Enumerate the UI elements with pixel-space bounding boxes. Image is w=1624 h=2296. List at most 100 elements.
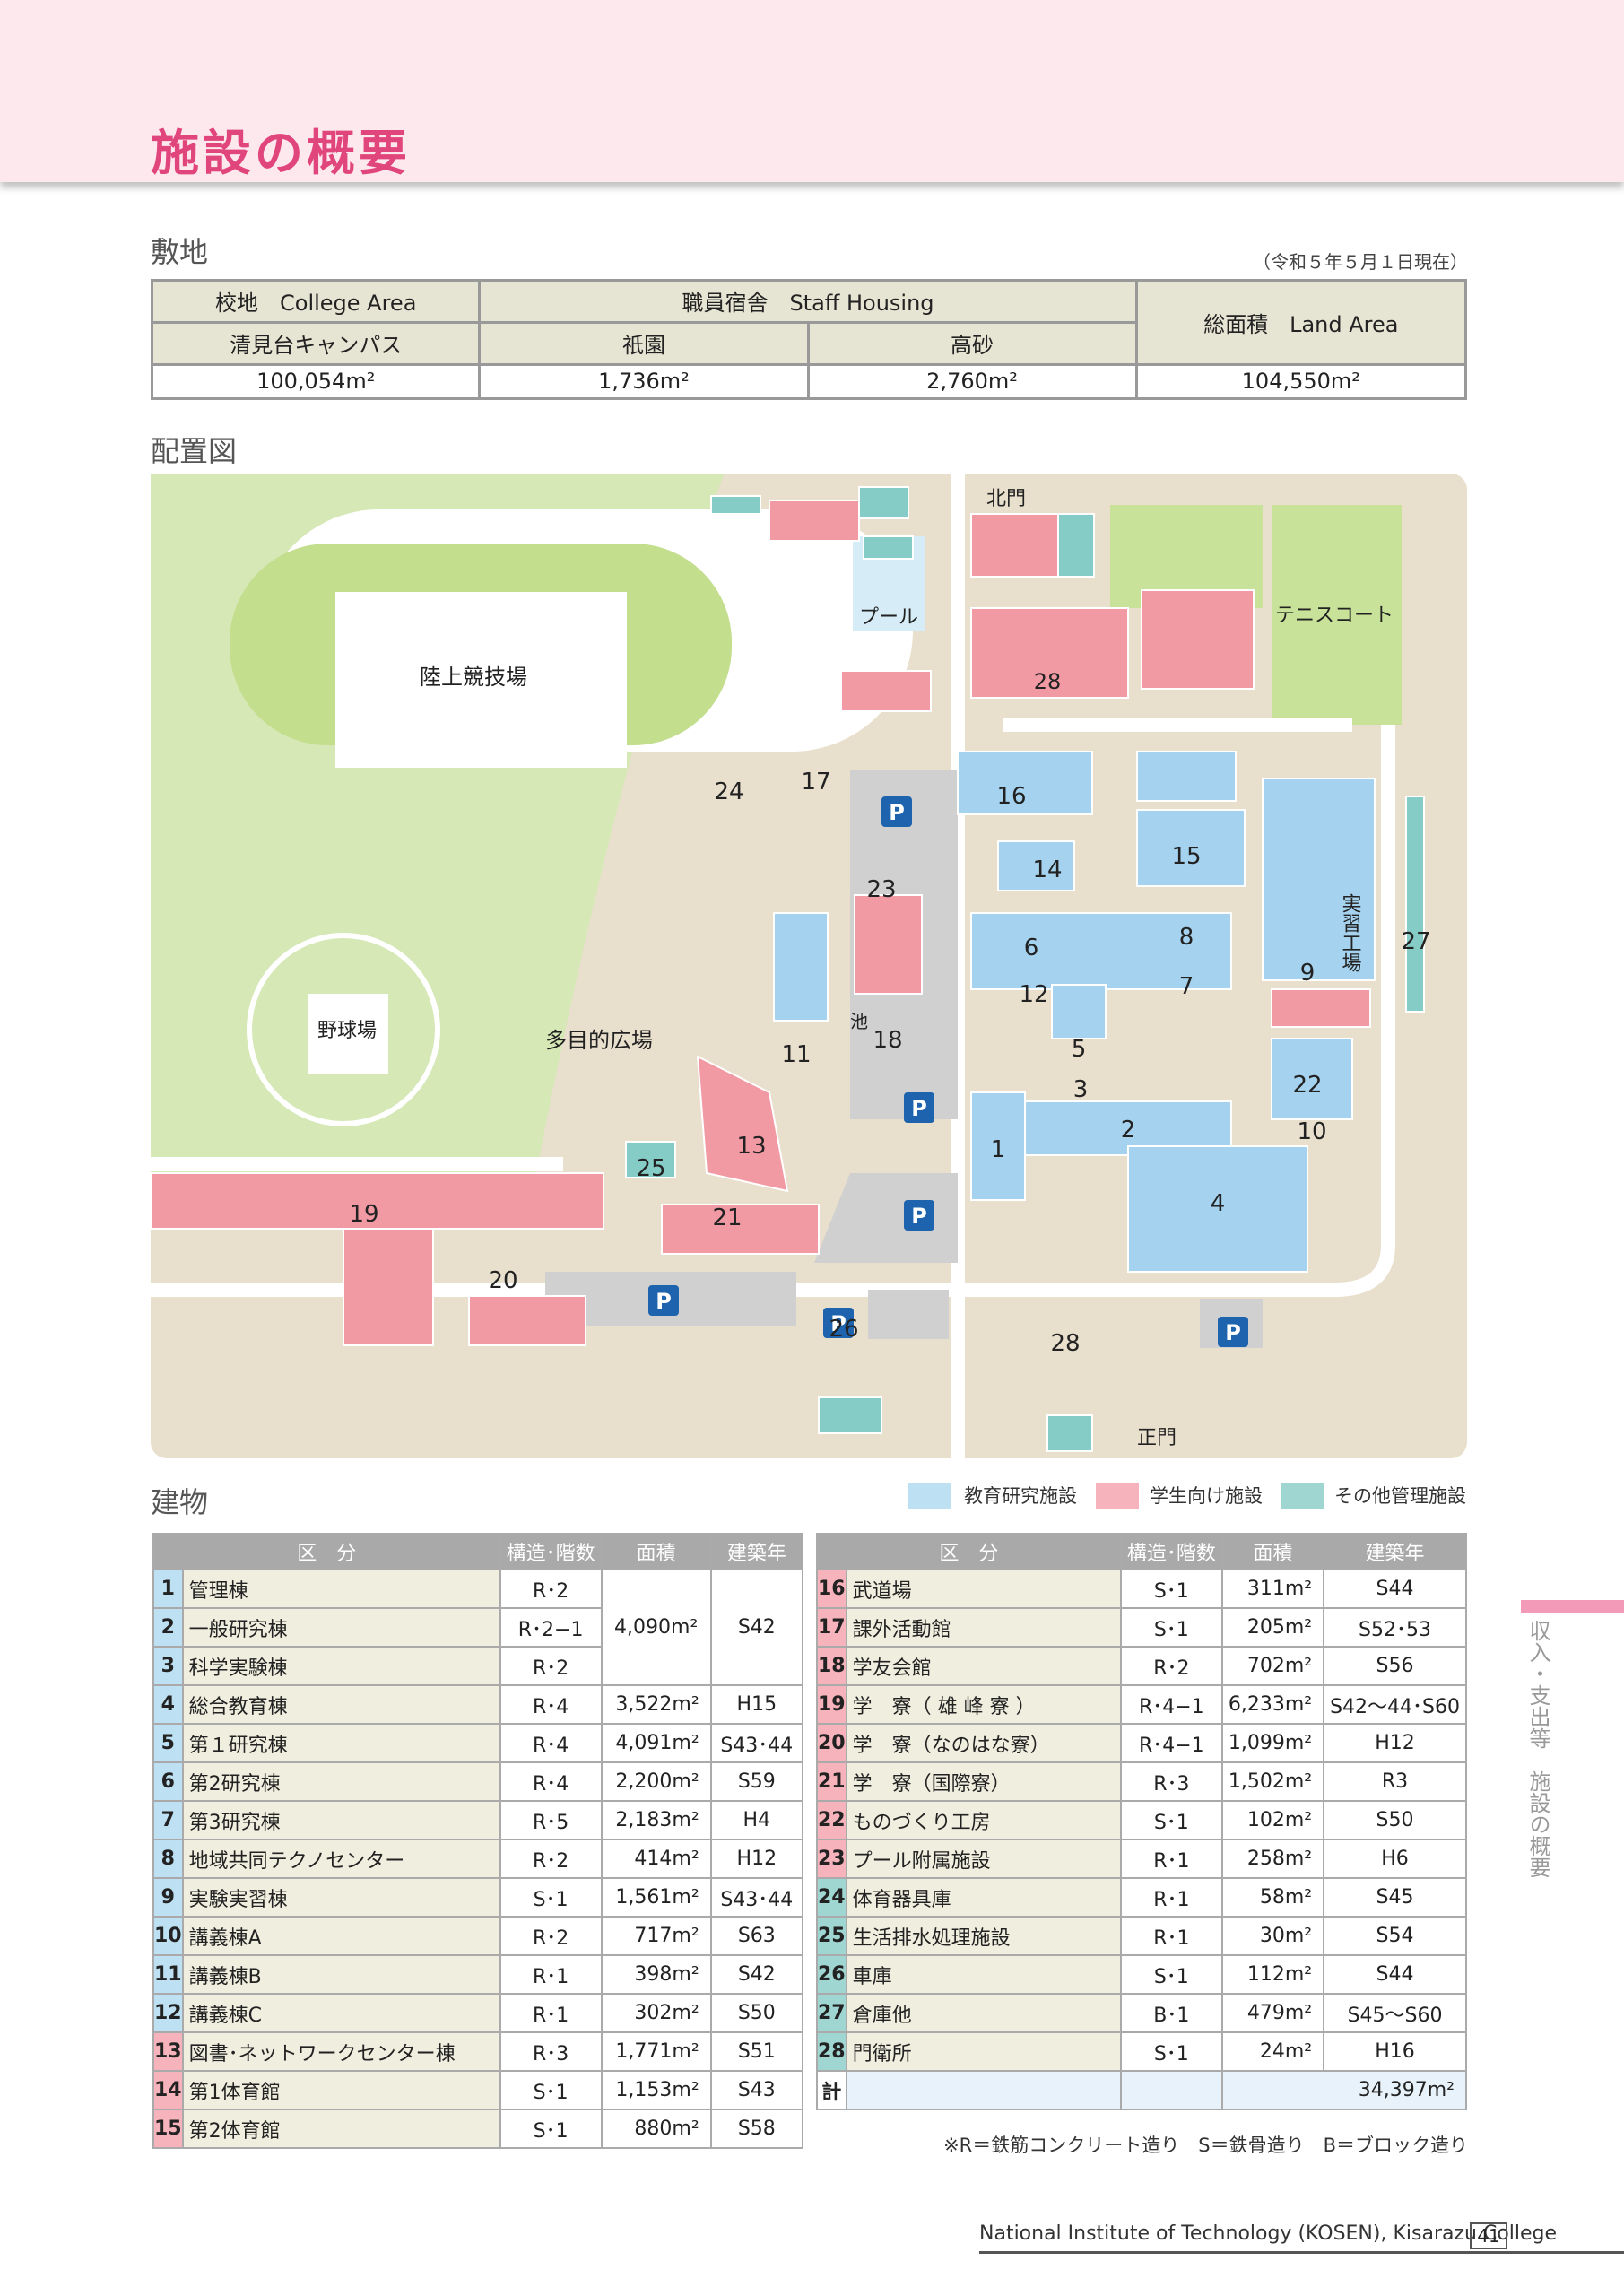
- building-year: S59: [709, 1761, 804, 1802]
- building-number: 24: [816, 1877, 847, 1918]
- building-name: 体育器具庫: [845, 1877, 1122, 1918]
- building-area: 3,522m²: [600, 1684, 712, 1725]
- building-year: H12: [709, 1839, 804, 1879]
- building-number: 11: [152, 1954, 184, 1995]
- map-building-number: 1: [991, 1136, 1006, 1163]
- col-structure: 構造･階数: [1119, 1533, 1223, 1570]
- building-structure: S･1: [1119, 2031, 1223, 2072]
- building-year: H12: [1323, 1723, 1467, 1763]
- building-structure: R･1: [1119, 1877, 1223, 1918]
- map-building-number: 26: [829, 1316, 858, 1343]
- tennis-label: テニスコート: [1275, 604, 1394, 627]
- building-name: 講義棟A: [181, 1916, 501, 1956]
- legend-swatch-oth: [1281, 1483, 1324, 1509]
- parking-label: P: [889, 800, 905, 825]
- as-of-date: （令和５年５月１日現在）: [1253, 251, 1468, 273]
- col-area: 面積: [1220, 1533, 1325, 1570]
- campus-value: 100,054m²: [150, 362, 482, 401]
- map-building-number: 27: [1401, 928, 1430, 955]
- staff-housing-header: 職員宿舎 Staff Housing: [478, 279, 1138, 324]
- pond-label: 池: [850, 1011, 868, 1032]
- building-name: 課外活動館: [845, 1607, 1122, 1648]
- building-year: S44: [1323, 1954, 1467, 1995]
- track-label: 陸上競技場: [420, 665, 527, 690]
- building-number: 18: [816, 1646, 847, 1686]
- map-building-number: 13: [736, 1133, 766, 1160]
- building-year: S52･53: [1323, 1607, 1467, 1648]
- building-structure: R･4−1: [1119, 1723, 1223, 1763]
- total-spacer: [845, 2070, 1122, 2110]
- building-number: 23: [816, 1839, 847, 1879]
- map-building-number: 9: [1300, 960, 1316, 987]
- building-year: S45〜S60: [1323, 1993, 1467, 2033]
- building-area: 414m²: [600, 1839, 712, 1879]
- building-name: 第1体育館: [181, 2070, 501, 2110]
- building-name: 第2体育館: [181, 2109, 501, 2149]
- building-number: 9: [152, 1877, 184, 1918]
- building-structure: R･1: [1119, 1839, 1223, 1879]
- building-structure: S･1: [499, 1877, 603, 1918]
- building-number: 13: [152, 2031, 184, 2072]
- building-name: 学友会館: [845, 1646, 1122, 1686]
- col-structure: 構造･階数: [499, 1533, 603, 1570]
- building-structure: S･1: [1119, 1569, 1223, 1609]
- building-area: 2,200m²: [600, 1761, 712, 1802]
- building-structure: S･1: [499, 2109, 603, 2149]
- parking-label: P: [911, 1096, 927, 1121]
- baseball-label: 野球場: [317, 1020, 377, 1042]
- building-number: 8: [152, 1839, 184, 1879]
- header-band: [0, 0, 1624, 182]
- map-building-number: 5: [1072, 1036, 1087, 1063]
- building-name: 実験実習棟: [181, 1877, 501, 1918]
- building-area: 30m²: [1220, 1916, 1325, 1956]
- map-building-number: 7: [1179, 973, 1194, 1000]
- building-area: 398m²: [600, 1954, 712, 1995]
- building-structure: S･1: [499, 2070, 603, 2110]
- building-area: 24m²: [1220, 2031, 1325, 2072]
- land-area-header: 総面積 Land Area: [1134, 279, 1468, 366]
- building-area: 717m²: [600, 1916, 712, 1956]
- building-structure: R･2: [499, 1839, 603, 1879]
- building-year: S42〜44･S60: [1323, 1684, 1467, 1725]
- parking-label: P: [911, 1204, 927, 1229]
- parking-label: P: [830, 1311, 847, 1336]
- building-name: 武道場: [845, 1569, 1122, 1609]
- land-value: 104,550m²: [1134, 362, 1468, 401]
- site-heading: 敷地: [151, 235, 209, 269]
- building-number: 25: [816, 1916, 847, 1956]
- building-name: 講義棟C: [181, 1993, 501, 2033]
- building-year: S56: [1323, 1646, 1467, 1686]
- building-area: 1,502m²: [1220, 1761, 1325, 1802]
- map-building-number: 18: [873, 1027, 902, 1054]
- building-structure: R･4: [499, 1723, 603, 1763]
- building-structure: R･4: [499, 1684, 603, 1725]
- building-structure: R･3: [1119, 1761, 1223, 1802]
- building-area: 6,233m²: [1220, 1684, 1325, 1725]
- map-building-number: 16: [996, 783, 1026, 810]
- parking-label: P: [1225, 1320, 1241, 1345]
- map-building-number: 25: [636, 1155, 665, 1182]
- footer-rule: [979, 2251, 1624, 2254]
- page-title: 施設の概要: [151, 125, 411, 181]
- building-structure: R･2: [1119, 1646, 1223, 1686]
- building-number: 16: [816, 1569, 847, 1609]
- page-number: 41: [1470, 2222, 1507, 2249]
- building-structure: R･4−1: [1119, 1684, 1223, 1725]
- building-year: S45: [1323, 1877, 1467, 1918]
- building-area: 1,153m²: [600, 2070, 712, 2110]
- building-year: S42: [709, 1954, 804, 1995]
- building-name: 一般研究棟: [181, 1607, 501, 1648]
- map-building-number: 4: [1211, 1190, 1226, 1217]
